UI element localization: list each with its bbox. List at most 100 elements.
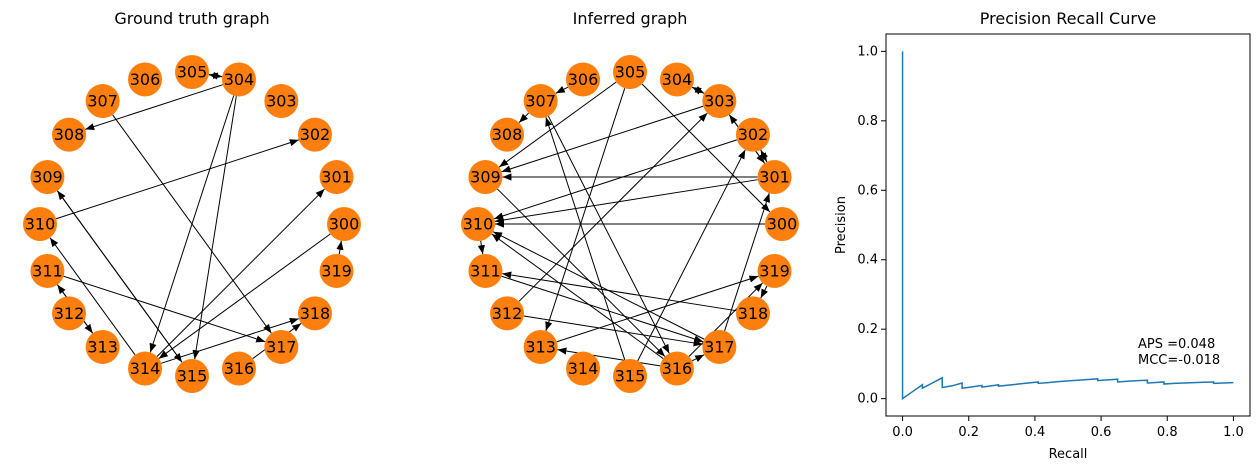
node-315: [175, 359, 209, 393]
edge-315-309: [57, 190, 183, 363]
node-317: [264, 329, 299, 364]
pr-axes-frame: [885, 33, 1251, 417]
pr-curve-title: Precision Recall Curve: [980, 9, 1157, 28]
edge-317-310: [492, 231, 705, 340]
node-label-310: 310: [25, 215, 56, 234]
node-label-312: 312: [492, 304, 523, 323]
edge-316-313: [557, 347, 661, 367]
edge-305-304: [208, 71, 223, 79]
node-303: [702, 84, 737, 119]
node-label-314: 314: [568, 359, 599, 378]
node-305: [175, 55, 209, 89]
edge-316-319: [688, 282, 763, 357]
node-label-303: 303: [266, 92, 297, 111]
node-label-300: 300: [767, 215, 798, 234]
node-307: [523, 84, 558, 119]
node-label-305: 305: [615, 63, 646, 82]
edge-314-301: [156, 188, 325, 357]
edge-319-318: [760, 285, 768, 299]
pr-y-ticks: 0.00.20.40.60.81.0: [857, 44, 886, 407]
node-label-304: 304: [662, 70, 693, 89]
edge-304-308: [85, 84, 223, 131]
node-313: [85, 329, 120, 364]
node-316: [659, 351, 694, 386]
node-label-315: 315: [615, 367, 646, 386]
node-label-307: 307: [87, 92, 118, 111]
node-316: [221, 351, 256, 386]
edge-300-314: [158, 233, 331, 359]
node-label-318: 318: [300, 304, 331, 323]
node-319: [757, 253, 792, 288]
ground-truth-graph-edges: [49, 71, 344, 364]
node-label-308: 308: [54, 125, 85, 144]
node-300: [327, 207, 361, 241]
pr-mcc-annotation: MCC=-0.018: [1138, 353, 1220, 368]
pr-y-tick-label: 0.0: [857, 392, 878, 407]
edge-305-313: [545, 88, 626, 331]
edge-301-310: [494, 179, 758, 224]
node-label-303: 303: [704, 92, 735, 111]
node-label-311: 311: [470, 261, 501, 280]
edge-303-304: [691, 86, 705, 95]
node-315: [613, 359, 647, 393]
node-314: [128, 351, 163, 386]
edge-312-317: [523, 315, 703, 347]
edge-306-307: [555, 86, 569, 94]
node-300: [765, 207, 799, 241]
node-label-301: 301: [759, 168, 790, 187]
node-314: [566, 351, 601, 386]
edge-302-310: [494, 139, 737, 220]
edge-310-302: [56, 139, 299, 220]
node-label-313: 313: [87, 337, 118, 356]
edge-316-317: [691, 354, 705, 362]
node-label-311: 311: [32, 261, 63, 280]
pr-x-tick-label: 0.2: [958, 425, 979, 440]
node-301: [319, 160, 354, 195]
node-312: [490, 296, 525, 331]
node-309: [30, 160, 65, 195]
edge-315-302: [637, 149, 746, 362]
node-label-315: 315: [177, 367, 208, 386]
node-306: [128, 62, 163, 97]
edge-314-318: [161, 317, 299, 364]
ground-truth-graph-panel: Ground truth graph 300301302303304305306…: [23, 9, 361, 393]
node-label-306: 306: [568, 70, 599, 89]
edge-303-309: [501, 105, 704, 173]
node-label-314: 314: [130, 359, 161, 378]
node-306: [566, 62, 601, 97]
node-309: [468, 160, 503, 195]
edge-313-319: [556, 275, 759, 343]
node-label-317: 317: [704, 337, 735, 356]
node-label-302: 302: [300, 125, 331, 144]
node-317: [702, 329, 737, 364]
node-319: [319, 253, 354, 288]
pr-x-tick-label: 1.0: [1223, 425, 1244, 440]
pr-y-axis-label: Precision: [834, 196, 849, 254]
node-label-319: 319: [321, 261, 352, 280]
edge-307-308: [518, 112, 529, 123]
pr-aps-annotation: APS =0.048: [1138, 337, 1215, 352]
inferred-graph-title: Inferred graph: [573, 9, 688, 28]
node-305: [613, 55, 647, 89]
edge-317-301: [724, 193, 770, 331]
ground-truth-graph-title: Ground truth graph: [114, 9, 269, 28]
node-303: [264, 84, 299, 119]
node-304: [221, 62, 256, 97]
node-label-317: 317: [266, 337, 297, 356]
node-318: [297, 296, 332, 331]
node-301: [757, 160, 792, 195]
node-label-318: 318: [738, 304, 769, 323]
node-label-302: 302: [738, 125, 769, 144]
node-302: [297, 117, 332, 152]
node-312: [52, 296, 87, 331]
edge-311-317: [501, 275, 704, 343]
node-304: [659, 62, 694, 97]
node-label-300: 300: [329, 215, 360, 234]
node-label-308: 308: [492, 125, 523, 144]
node-311: [30, 253, 65, 288]
pr-x-tick-label: 0.4: [1025, 425, 1046, 440]
node-label-313: 313: [525, 337, 556, 356]
node-302: [735, 117, 770, 152]
